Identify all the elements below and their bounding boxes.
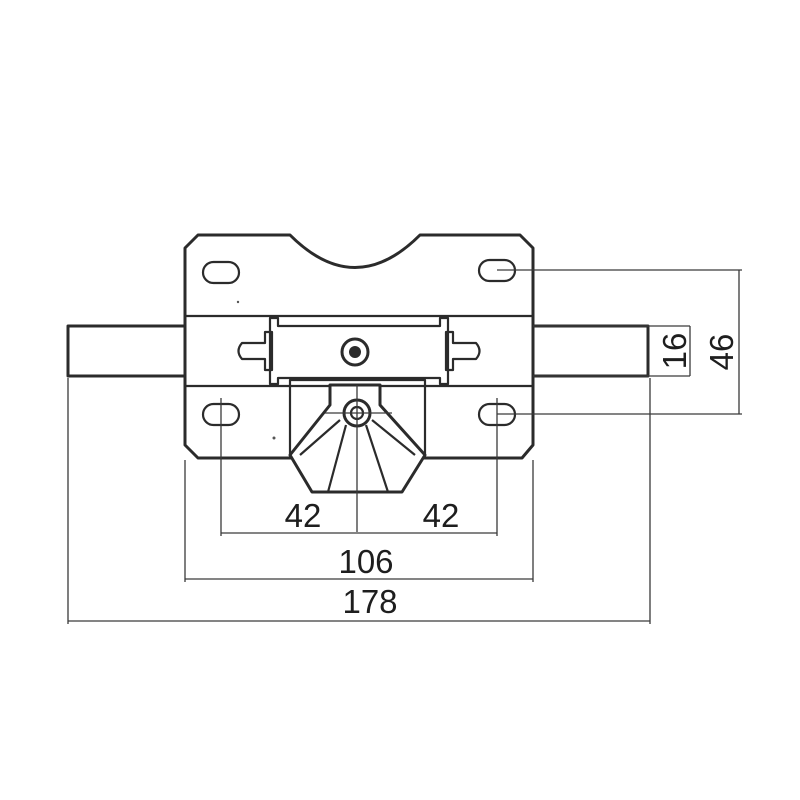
dim-label-42-left: 42 <box>285 497 322 534</box>
slide-knob-inner <box>349 346 361 358</box>
lever-rib-outer-left <box>299 419 341 456</box>
dim-label-106: 106 <box>338 543 393 580</box>
lower-housing <box>288 378 427 460</box>
lever-rib-left <box>326 424 348 493</box>
lever-rib-right <box>364 424 390 493</box>
lever-rib-outer-right <box>371 419 416 456</box>
mount-slot-top-left <box>201 260 241 285</box>
dim-label-16: 16 <box>656 333 693 370</box>
slide-body <box>268 316 450 386</box>
dim-label-46: 46 <box>703 334 740 371</box>
right-t-slot <box>444 330 481 372</box>
dim-label-178: 178 <box>342 583 397 620</box>
plate-mark-dot <box>272 436 276 440</box>
dim-label-42-right: 42 <box>423 497 460 534</box>
left-t-slot <box>237 330 274 372</box>
plate-mark-dot <box>236 300 240 304</box>
